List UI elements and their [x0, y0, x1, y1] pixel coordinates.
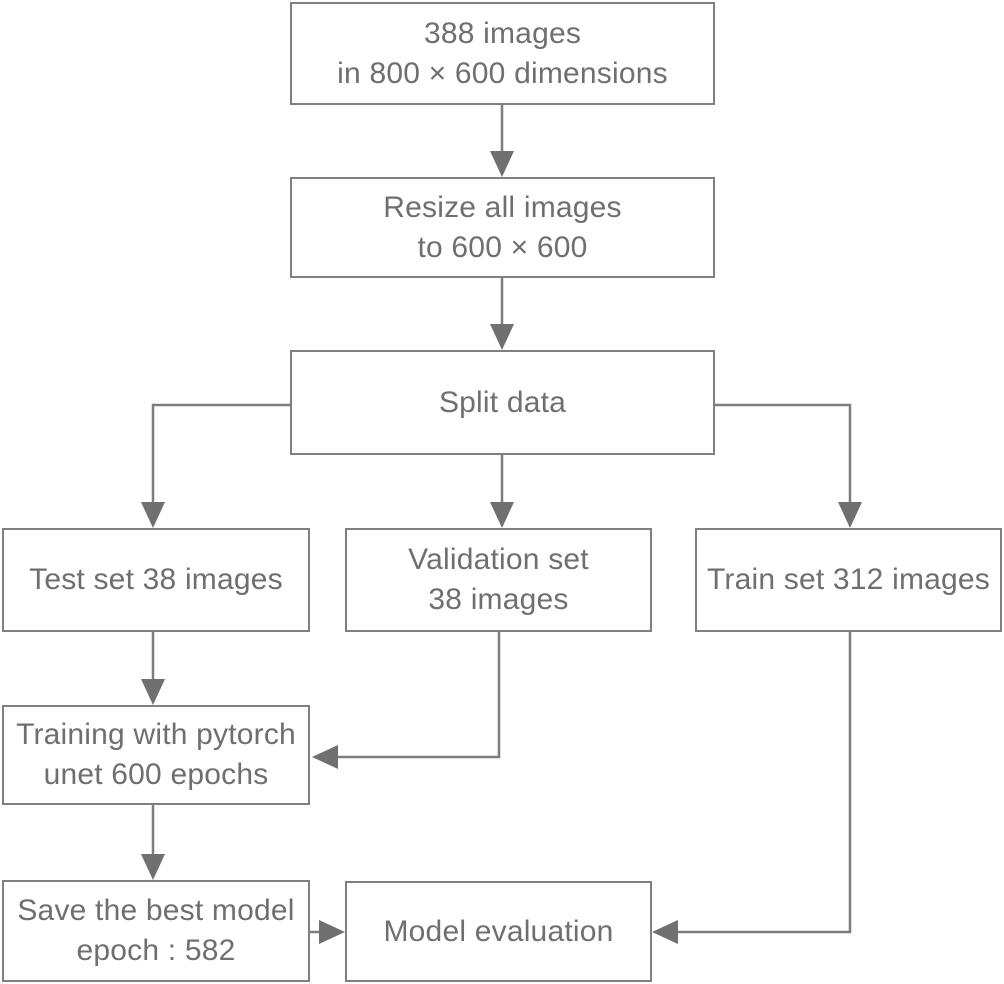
- arrow-train-to-evaluation: [652, 632, 852, 944]
- arrow-save-to-evaluation: [310, 920, 345, 944]
- node-input-images-line-1: 388 images: [423, 16, 582, 50]
- node-test-set: Test set 38 images: [2, 528, 310, 632]
- node-split-data-label: Split data: [438, 385, 567, 419]
- node-resize-images-line-2: to 600 × 600: [417, 230, 588, 264]
- node-training-pytorch: Training with pytorch unet 600 epochs: [2, 705, 310, 805]
- arrow-validation-to-training: [312, 632, 501, 769]
- node-test-set-label: Test set 38 images: [29, 563, 283, 597]
- node-training-pytorch-line-2: unet 600 epochs: [43, 758, 269, 791]
- node-resize-images-line-1: Resize all images: [383, 190, 622, 224]
- node-validation-set: Validation set 38 images: [345, 528, 652, 632]
- node-train-set: Train set 312 images: [695, 528, 1002, 632]
- node-model-evaluation-label: Model evaluation: [383, 914, 614, 948]
- node-train-set-label: Train set 312 images: [706, 563, 991, 597]
- node-save-best-model: Save the best model epoch : 582: [2, 880, 310, 982]
- node-split-data: Split data: [290, 350, 715, 455]
- node-model-evaluation: Model evaluation: [345, 881, 652, 982]
- node-input-images-line-2: in 800 × 600 dimensions: [337, 56, 668, 90]
- arrow-split-to-train: [715, 403, 862, 528]
- node-validation-set-line-2: 38 images: [428, 583, 569, 616]
- node-training-pytorch-line-1: Training with pytorch: [16, 718, 296, 752]
- node-input-images: 388 images in 800 × 600 dimensions: [290, 2, 715, 105]
- node-validation-set-line-1: Validation set: [408, 543, 589, 577]
- arrow-test-to-training: [141, 632, 165, 705]
- node-save-best-model-line-1: Save the best model: [17, 894, 295, 928]
- arrow-resize-to-split: [490, 278, 514, 350]
- node-save-best-model-line-2: epoch : 582: [76, 934, 236, 967]
- node-resize-images: Resize all images to 600 × 600: [290, 177, 715, 278]
- arrow-split-to-validation: [490, 455, 514, 528]
- arrow-split-to-test: [141, 403, 290, 528]
- arrow-images-to-resize: [490, 105, 514, 177]
- arrow-training-to-save: [141, 805, 165, 880]
